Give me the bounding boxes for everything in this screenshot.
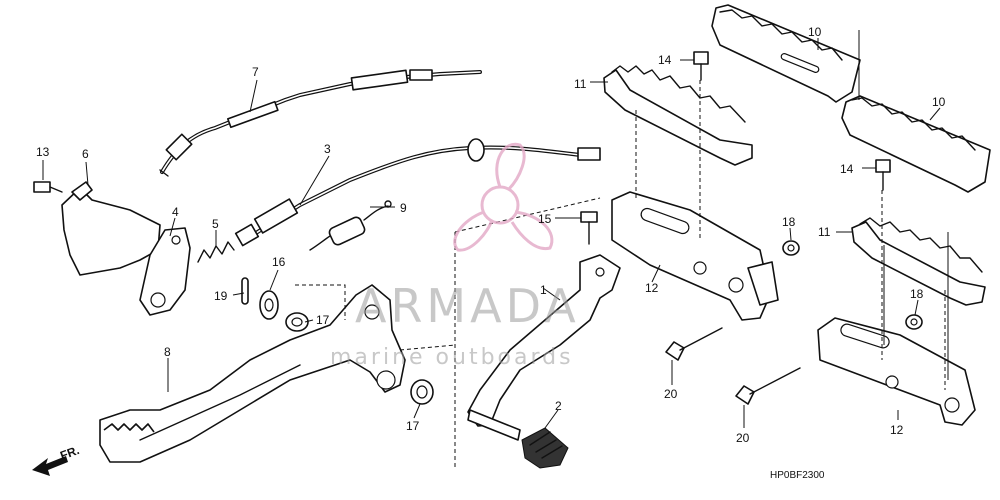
drawing-code: HP0BF2300 bbox=[770, 470, 825, 481]
part-15-bolt bbox=[580, 211, 598, 245]
callout-16: 16 bbox=[272, 255, 286, 269]
callout-20-upper: 20 bbox=[664, 387, 678, 401]
front-direction-arrow: FR. bbox=[32, 443, 81, 476]
callout-12-lower: 12 bbox=[890, 423, 904, 437]
armada-logo-mark bbox=[453, 142, 554, 252]
callout-4: 4 bbox=[172, 205, 179, 219]
callout-17-lower: 17 bbox=[406, 419, 420, 433]
callout-labels: 7 3 4 5 6 13 9 16 19 17 17 8 1 2 15 11 1… bbox=[36, 25, 946, 445]
part-11-step-upper bbox=[603, 65, 753, 166]
part-7-cable bbox=[159, 69, 482, 177]
part-12-bracket-lower bbox=[817, 317, 976, 426]
callout-15: 15 bbox=[538, 212, 552, 226]
front-direction-label: FR. bbox=[58, 443, 81, 463]
part-14-bolt-upper bbox=[693, 51, 709, 81]
callout-14-upper: 14 bbox=[658, 53, 672, 67]
callout-leaders bbox=[42, 38, 941, 429]
part-2-rubber-pad bbox=[521, 427, 569, 469]
callout-3: 3 bbox=[324, 142, 331, 156]
callout-13: 13 bbox=[36, 145, 50, 159]
part-8-brake-pedal bbox=[99, 284, 406, 463]
part-11-step-lower bbox=[851, 217, 986, 306]
part-19-pin bbox=[241, 277, 249, 305]
part-16-washer bbox=[259, 290, 279, 320]
callout-9: 9 bbox=[400, 201, 407, 215]
callout-6: 6 bbox=[82, 147, 89, 161]
watermark-tagline: marine outboards bbox=[330, 345, 574, 370]
callout-20-lower: 20 bbox=[736, 431, 750, 445]
part-1-shift-pedal bbox=[467, 254, 621, 441]
part-18-nut-upper bbox=[782, 240, 800, 256]
callout-11-lower: 11 bbox=[818, 225, 831, 239]
part-12-bracket-upper bbox=[611, 191, 779, 321]
part-3-cable bbox=[234, 138, 601, 247]
callout-1: 1 bbox=[540, 283, 547, 297]
callout-8: 8 bbox=[164, 345, 171, 359]
callout-18-lower: 18 bbox=[910, 287, 924, 301]
callout-10-upper: 10 bbox=[808, 25, 822, 39]
part-18-nut-lower bbox=[905, 314, 923, 330]
part-17-bushing-lower bbox=[410, 379, 434, 405]
watermark-brand: ARMADA bbox=[355, 279, 580, 333]
part-13-bolt bbox=[33, 181, 63, 193]
part-6-bracket bbox=[61, 181, 161, 276]
callout-12-upper: 12 bbox=[645, 281, 659, 295]
part-9-spring bbox=[309, 200, 392, 251]
callout-11-upper: 11 bbox=[574, 77, 587, 91]
callout-7: 7 bbox=[252, 65, 259, 79]
callout-18-upper: 18 bbox=[782, 215, 796, 229]
callout-10-lower: 10 bbox=[932, 95, 946, 109]
part-10-tread-lower bbox=[841, 95, 991, 193]
part-20-bolt-upper bbox=[665, 327, 723, 361]
part-17-bushing-upper bbox=[285, 312, 309, 332]
assembly-guide-lines bbox=[295, 30, 949, 470]
callout-5: 5 bbox=[212, 217, 219, 231]
part-10-tread-upper bbox=[711, 4, 861, 103]
callout-19: 19 bbox=[214, 289, 228, 303]
part-20-bolt-lower bbox=[735, 367, 801, 405]
part-4-pivot-bracket bbox=[139, 227, 191, 316]
callout-14-lower: 14 bbox=[840, 162, 854, 176]
part-14-bolt-lower bbox=[875, 159, 891, 191]
callout-17-upper: 17 bbox=[316, 313, 330, 327]
callout-2: 2 bbox=[555, 399, 562, 413]
